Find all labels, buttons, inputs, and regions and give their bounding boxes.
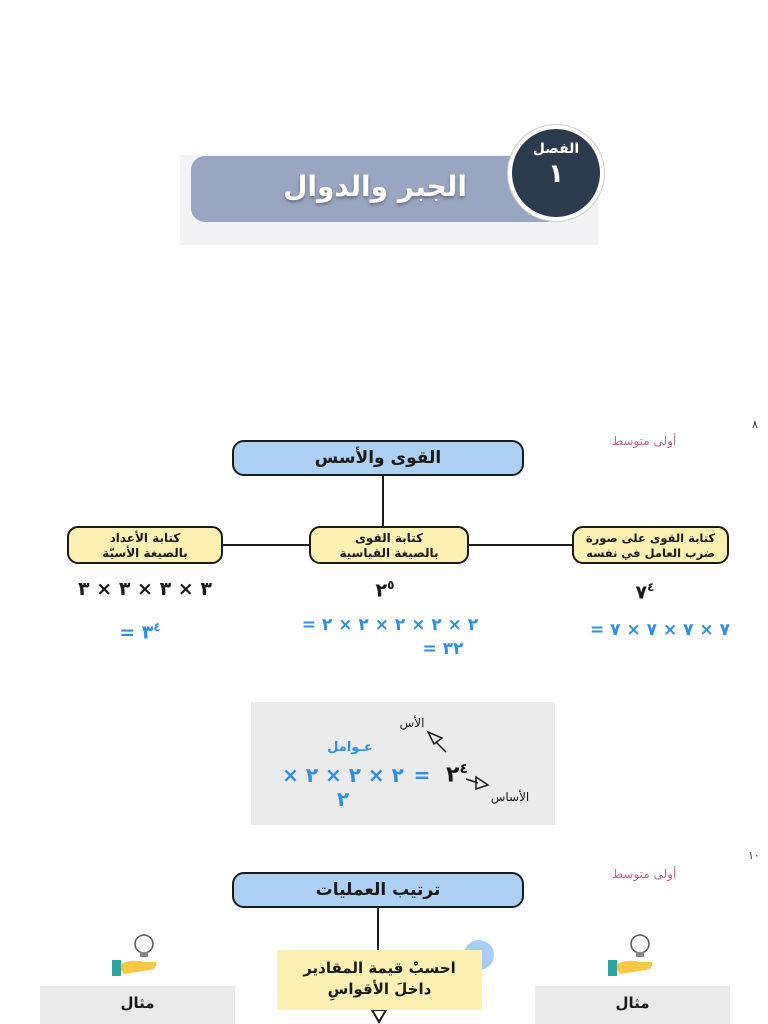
main-topic-title: القوى والأسس xyxy=(232,440,524,476)
center-expr-exp: ٥ xyxy=(387,578,395,592)
exponent-label: الأس xyxy=(399,716,425,730)
page-number-2: ١٠ xyxy=(748,849,760,862)
box-exponential-form: كتابة الأعداد بالصيغة الأسيّة xyxy=(67,526,223,564)
rule-equals: = xyxy=(413,763,431,787)
page-number: ٨ xyxy=(752,418,758,431)
connector-vertical-2 xyxy=(377,908,379,950)
chapter-banner xyxy=(191,156,561,222)
factors-label: عـوامل xyxy=(327,740,373,755)
center-result-expansion: = ٢ × ٢ × ٢ × ٢ × ٢ xyxy=(301,615,479,635)
left-result: = ٣٤ xyxy=(100,620,180,643)
left-expression: ٣ × ٣ × ٣ × ٣ xyxy=(78,578,212,600)
center-expr-base: ٢ xyxy=(375,579,388,602)
rule-expansion: ٢ × ٢ × ٢ × ٢ xyxy=(282,763,404,811)
idea-hand-icon xyxy=(112,934,157,976)
base-arrow-icon xyxy=(465,775,490,791)
connector-vertical xyxy=(382,476,384,528)
down-arrow-icon xyxy=(370,1010,388,1024)
grade-label: أولى متوسط xyxy=(612,434,677,448)
right-result: = ٧ × ٧ × ٧ × ٧ xyxy=(590,620,731,640)
exponent-arrow-icon xyxy=(426,730,447,753)
right-expression: ٧٤ xyxy=(600,580,690,603)
right-expr-exp: ٤ xyxy=(647,580,655,594)
rule-power: ٢٤ xyxy=(442,761,472,787)
chapter-title: الجبر والدوال xyxy=(283,170,467,203)
idea-hand-icon-2 xyxy=(608,934,653,976)
order-of-operations-title: ترتيب العمليات xyxy=(232,872,524,908)
example-box-right: مثال xyxy=(535,986,730,1024)
rule-power-exp: ٤ xyxy=(459,761,468,777)
center-result-value: = ٣٢ xyxy=(422,639,464,659)
chapter-badge: الفصل ١ xyxy=(508,125,604,221)
step-box: احسبْ قيمة المقادير داخلَ الأقواسِ xyxy=(277,950,482,1010)
left-result-exp: ٤ xyxy=(153,620,161,634)
exponent-rule-box xyxy=(251,702,555,825)
left-result-base: = ٣ xyxy=(119,621,154,644)
right-expr-base: ٧ xyxy=(635,581,648,604)
box-standard-form: كتابة القوى بالصيغة القياسية xyxy=(309,526,469,564)
example-box-left: مثال xyxy=(40,986,235,1024)
box-repeated-multiplication: كتابة القوى على صورة ضرب العامل في نفسه xyxy=(572,526,729,564)
chapter-label: الفصل xyxy=(532,141,580,157)
grade-label-2: أولى متوسط xyxy=(612,867,677,881)
base-label: الأساس xyxy=(490,790,530,804)
rule-power-base: ٢ xyxy=(446,762,460,788)
center-expression: ٢٥ xyxy=(340,578,430,601)
chapter-number: ١ xyxy=(548,159,564,189)
